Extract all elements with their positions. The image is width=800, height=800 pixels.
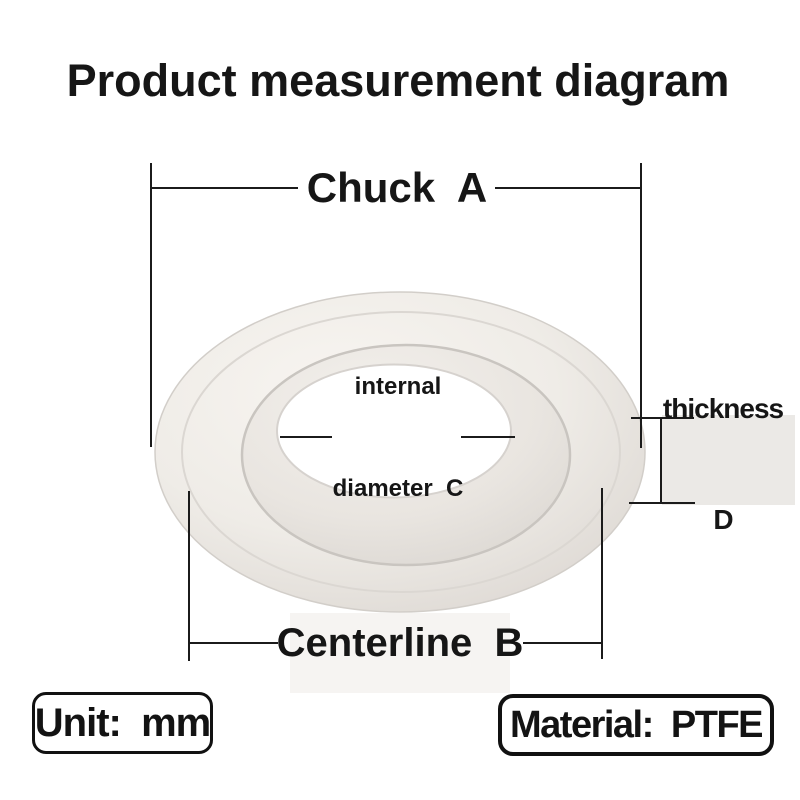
centerline-label-backdrop <box>290 613 510 693</box>
dim-chuck-extension-left <box>150 163 152 447</box>
dim-label-thickness-line1: thickness <box>662 393 784 424</box>
dim-label-chuck-a: Chuck A <box>306 163 488 211</box>
dim-label-internal-line2: diameter C <box>332 475 464 502</box>
material-badge: Material: PTFE <box>498 694 774 756</box>
dim-internal-line-right <box>461 436 515 438</box>
dim-internal-line-left <box>280 436 332 438</box>
unit-label: Unit: mm <box>34 700 211 745</box>
dim-label-thickness-line2: D <box>713 504 733 535</box>
gasket-rim-bevel-line <box>181 311 621 593</box>
dim-label-thickness: thickness D <box>662 316 784 612</box>
gasket-center-hole <box>276 363 512 499</box>
material-label: Material: PTFE <box>510 703 764 746</box>
dim-thickness-connector <box>660 417 662 504</box>
unit-badge: Unit: mm <box>32 692 213 754</box>
dim-label-internal-line1: internal <box>354 373 442 400</box>
dim-centerline-line-right <box>523 642 603 644</box>
dim-centerline-line-left <box>190 642 278 644</box>
page-title: Product measurement diagram <box>66 55 730 106</box>
dim-thickness-line-bottom <box>629 502 695 504</box>
dim-thickness-line-top <box>631 417 694 419</box>
dim-label-internal-diameter: internal diameter C <box>333 302 464 574</box>
dim-centerline-extension-left <box>188 491 190 661</box>
dim-label-centerline-b: Centerline B <box>276 621 524 665</box>
dim-chuck-line-right <box>495 187 642 189</box>
dim-chuck-line-left <box>152 187 298 189</box>
thickness-label-backdrop <box>662 415 795 505</box>
dim-centerline-extension-right <box>601 488 603 659</box>
dim-chuck-extension-right <box>640 163 642 448</box>
